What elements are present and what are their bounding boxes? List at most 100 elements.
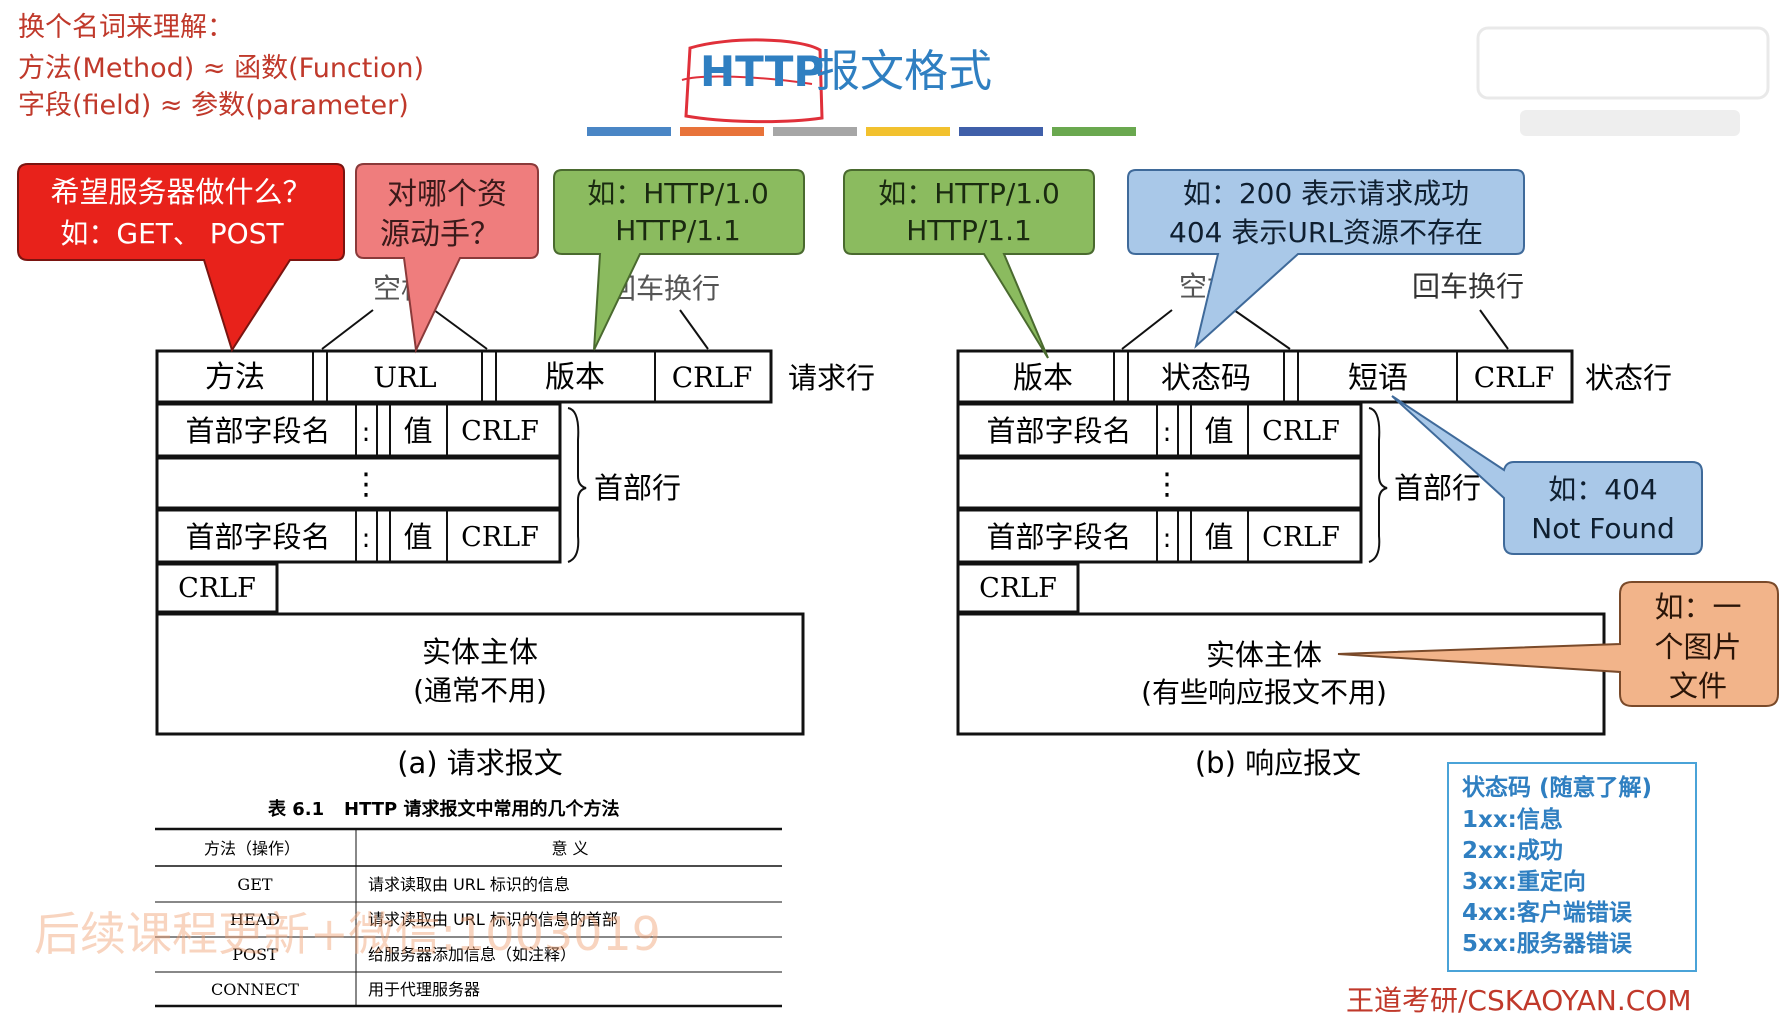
request-line-label: 请求行 — [788, 361, 875, 395]
status-code-item: 3xx:重定向 — [1462, 868, 1586, 895]
watermark-text: 后续课程更新+微信:1003019 — [34, 907, 661, 961]
callout-body-line-1: 如：一 — [1654, 590, 1741, 624]
title-main: 报文格式 — [816, 46, 992, 97]
req-blank-crlf-box — [155, 562, 279, 614]
callout-status: 如：200 表示请求成功 404 表示URL资源不存在 — [1127, 169, 1525, 349]
req-body-line-2: (通常不用) — [413, 674, 547, 707]
status-code-item: 5xx:服务器错误 — [1462, 930, 1633, 957]
callout-status-line-1: 如：200 表示请求成功 — [1183, 177, 1469, 210]
brand-text: 王道考研/CSKAOYAN.COM — [1346, 984, 1691, 1017]
intro-line-3: 字段(field) ≈ 参数(parameter) — [18, 90, 409, 121]
resp-header-row-n — [956, 508, 1363, 564]
stripe-6 — [1052, 127, 1136, 136]
status-line-label: 状态行 — [1585, 361, 1672, 395]
req-header-row-n — [155, 508, 562, 564]
resp-header-brace — [1368, 407, 1388, 563]
callout-body: 如：一 个图片 文件 — [1337, 581, 1779, 707]
resp-hn-colon: : — [1163, 524, 1172, 554]
table-row-method: GET — [237, 875, 272, 894]
resp-cell-crlf: CRLF — [1474, 361, 1555, 394]
page-title: HTTP 报文格式 — [681, 38, 992, 124]
callout-method-line-2: 如：GET、 POST — [60, 217, 284, 250]
resp-cell-version: 版本 — [1013, 361, 1073, 396]
callout-body-line-2: 个图片 — [1654, 630, 1741, 664]
req-hn-colon: : — [362, 524, 371, 554]
callout-body-shape — [1337, 581, 1779, 707]
request-message: 方法 URL 版本 CRLF 请求行 空格 回车换行 首部字段名 : 值 CRL… — [155, 272, 875, 780]
req-hn-crlf: CRLF — [461, 522, 539, 553]
resp-hn-name: 首部字段名 — [986, 520, 1131, 554]
resp-h1-name: 首部字段名 — [986, 414, 1131, 448]
req-cell-method: 方法 — [205, 360, 265, 395]
callout-resource-line-1: 对哪个资 — [387, 177, 507, 212]
resp-hn-value: 值 — [1204, 520, 1233, 554]
callout-status-shape — [1127, 169, 1525, 349]
table-row-meaning: 请求读取由 URL 标识的信息的首部 — [368, 910, 618, 929]
callout-method: 希望服务器做什么？ 如：GET、 POST — [17, 163, 345, 353]
table-col1-header: 方法（操作） — [204, 839, 300, 858]
title-scribble — [684, 38, 824, 124]
req-hn-value: 值 — [403, 520, 432, 554]
req-header-row-dots — [155, 456, 562, 510]
logo-watermark — [1476, 26, 1770, 136]
resp-h1-value: 值 — [1204, 414, 1233, 448]
callout-req-version-line-1: 如：HTTP/1.0 — [587, 177, 769, 210]
resp-h1-colon: : — [1163, 418, 1172, 448]
table-caption-text: HTTP 请求报文中常用的几个方法 — [344, 798, 620, 820]
table-row-method: POST — [232, 945, 278, 964]
req-blank-crlf: CRLF — [178, 573, 256, 604]
table-row-meaning: 给服务器添加信息（如注释） — [368, 945, 576, 964]
callout-resp-version-line-1: 如：HTTP/1.0 — [878, 177, 1060, 210]
req-header-row-1 — [155, 402, 562, 458]
stripe-4 — [866, 127, 950, 136]
title-http: HTTP — [700, 47, 824, 96]
callout-resource: 对哪个资 源动手？ — [355, 163, 539, 354]
resp-h1-crlf: CRLF — [1262, 416, 1340, 447]
callout-phrase-shape — [1391, 395, 1703, 555]
req-caption: (a) 请求报文 — [397, 746, 563, 780]
status-codes-frame — [1447, 762, 1697, 972]
callout-phrase: 如：404 Not Found — [1391, 395, 1703, 555]
callout-resource-line-2: 源动手？ — [380, 217, 500, 252]
req-header-vdots: ⋮ — [351, 467, 381, 502]
req-cell-version: 版本 — [545, 360, 605, 395]
resp-cell-status: 状态码 — [1161, 361, 1251, 396]
stripe-2 — [680, 127, 764, 136]
methods-table: 表 6.1 HTTP 请求报文中常用的几个方法 方法（操作） 意 义 GET 请… — [155, 798, 782, 1008]
req-body-line-1: 实体主体 — [422, 635, 538, 669]
callout-resp-version-line-2: HTTP/1.1 — [906, 214, 1032, 247]
stripe-1 — [587, 127, 671, 136]
status-codes-title: 状态码 (随意了解) — [1462, 774, 1652, 801]
title-scribble-2 — [681, 75, 813, 85]
intro-text: 换个名词来理解： 方法(Method) ≈ 函数(Function) 字段(fi… — [18, 12, 424, 121]
table-caption-num: 表 6.1 — [268, 798, 324, 820]
callout-resp-version: 如：HTTP/1.0 HTTP/1.1 — [843, 169, 1095, 359]
status-code-item: 4xx:客户端错误 — [1462, 899, 1633, 926]
table-col2-header: 意 义 — [551, 839, 588, 858]
table-row: POST 给服务器添加信息（如注释） — [232, 945, 576, 964]
callout-body-line-3: 文件 — [1669, 669, 1727, 703]
stripe-5 — [959, 127, 1043, 136]
table-row-method: HEAD — [230, 910, 280, 929]
table-row: HEAD 请求读取由 URL 标识的信息的首部 — [230, 910, 618, 929]
callout-phrase-line-2: Not Found — [1531, 512, 1674, 545]
table-row: GET 请求读取由 URL 标识的信息 — [237, 875, 569, 894]
status-code-item: 2xx:成功 — [1462, 838, 1563, 864]
request-line-box — [155, 349, 773, 404]
table-row-meaning: 请求读取由 URL 标识的信息 — [368, 875, 570, 894]
req-h1-colon: : — [362, 418, 371, 448]
req-hn-name: 首部字段名 — [185, 520, 330, 554]
resp-caption: (b) 响应报文 — [1195, 746, 1361, 780]
table-row: CONNECT 用于代理服务器 — [211, 980, 480, 999]
callout-status-line-2: 404 表示URL资源不存在 — [1169, 216, 1483, 249]
req-cell-crlf: CRLF — [672, 361, 753, 394]
resp-hn-crlf: CRLF — [1262, 522, 1340, 553]
callout-method-shape — [17, 163, 345, 353]
response-line-box — [956, 349, 1574, 404]
resp-header-vdots: ⋮ — [1152, 467, 1182, 502]
resp-header-label: 首部行 — [1394, 471, 1481, 505]
status-code-item: 1xx:信息 — [1462, 806, 1563, 833]
resp-body-line-2: (有些响应报文不用) — [1141, 676, 1387, 709]
resp-crlf-label: 回车换行 — [1412, 270, 1524, 303]
